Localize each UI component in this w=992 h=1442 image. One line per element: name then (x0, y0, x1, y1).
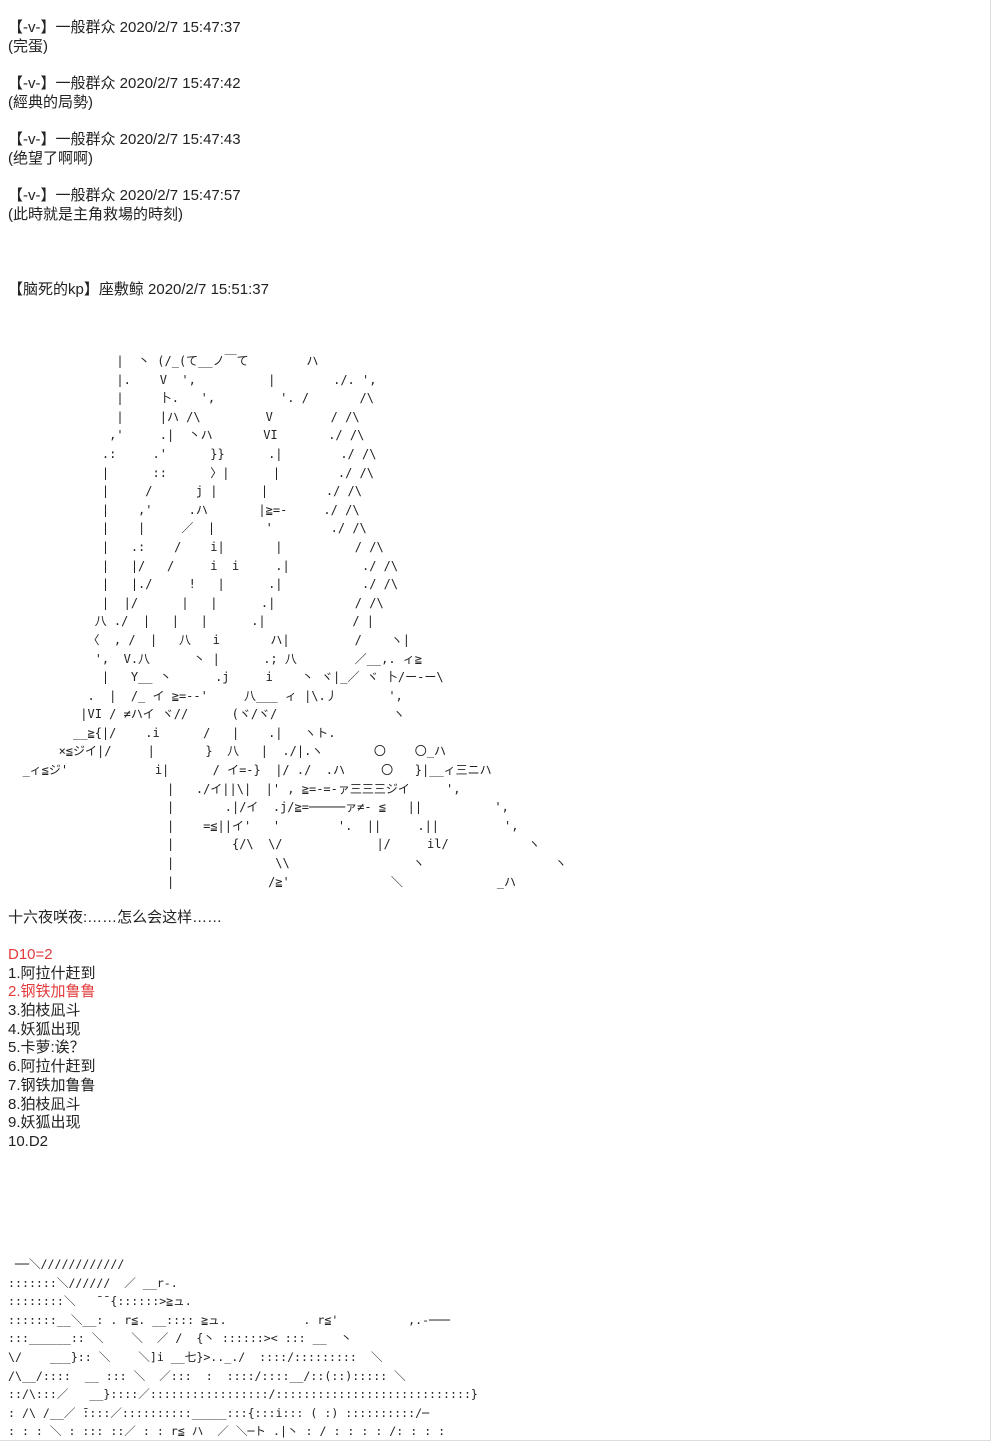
dice-option: 6.阿拉什赶到 (8, 1058, 96, 1076)
post-time: 2020/2/7 15:47:42 (119, 75, 241, 92)
dice-option: 5.卡萝:诶？ (8, 1039, 85, 1057)
post-text: (經典的局勢) (8, 94, 93, 111)
post-author: 【-v-】一般群众 (8, 131, 116, 148)
post-author: 【-v-】一般群众 (8, 187, 116, 204)
post-header: 【-v-】一般群众 2020/2/7 15:47:37 (8, 18, 241, 37)
post-author: 【脑死的kp】座敷鲸 (8, 281, 144, 298)
ascii-art-scene: | 丶 (/_(て__ノ￣て ハ |. V ', | ./. ', | 卜. '… (22, 354, 567, 889)
dice-roll-block: D10=2 1.阿拉什赶到 2.钢铁加鲁鲁 3.狛枝凪斗 4.妖狐出现 5.卡萝… (8, 946, 96, 1152)
chat-post: 【-v-】一般群众 2020/2/7 15:47:42 (經典的局勢) (8, 74, 241, 112)
post-time: 2020/2/7 15:47:57 (119, 187, 241, 204)
post-header: 【-v-】一般群众 2020/2/7 15:47:42 (8, 74, 241, 93)
dice-option: 9.妖狐出现 (8, 1114, 81, 1132)
post-author: 【-v-】一般群众 (8, 75, 116, 92)
dice-option: 8.狛枝凪斗 (8, 1095, 81, 1113)
kp-post-header: 【脑死的kp】座敷鲸 2020/2/7 15:51:37 (8, 280, 269, 299)
post-header: 【-v-】一般群众 2020/2/7 15:47:57 (8, 186, 241, 205)
dice-option: 7.钢铁加鲁鲁 (8, 1076, 96, 1094)
post-text: (此時就是主角救場的時刻) (8, 206, 183, 223)
dice-option: 10.D2 (8, 1132, 49, 1150)
post-author: 【-v-】一般群众 (8, 19, 116, 36)
caption-line: 十六夜咲夜:……怎么会这样…… (8, 909, 223, 926)
dice-result: D10=2 (8, 946, 53, 963)
post-header: 【-v-】一般群众 2020/2/7 15:47:43 (8, 130, 241, 149)
post-text: (绝望了啊啊) (8, 150, 93, 167)
dice-option: 3.狛枝凪斗 (8, 1002, 81, 1020)
chat-post: 【-v-】一般群众 2020/2/7 15:47:37 (完蛋) (8, 18, 241, 56)
ascii-art-bottom: ──＼//////////// :::::::＼////// ／ __r-. :… (8, 1257, 478, 1439)
chat-post: 【-v-】一般群众 2020/2/7 15:47:43 (绝望了啊啊) (8, 130, 241, 168)
post-time: 2020/2/7 15:47:43 (119, 131, 241, 148)
dice-option: 1.阿拉什赶到 (8, 964, 96, 982)
post-text: (完蛋) (8, 38, 48, 55)
dice-option-selected: 2.钢铁加鲁鲁 (8, 983, 96, 1001)
post-time: 2020/2/7 15:47:37 (119, 19, 241, 36)
dice-option: 4.妖狐出现 (8, 1020, 81, 1038)
chat-post: 【-v-】一般群众 2020/2/7 15:47:57 (此時就是主角救場的時刻… (8, 186, 241, 224)
post-time: 2020/2/7 15:51:37 (148, 281, 269, 298)
